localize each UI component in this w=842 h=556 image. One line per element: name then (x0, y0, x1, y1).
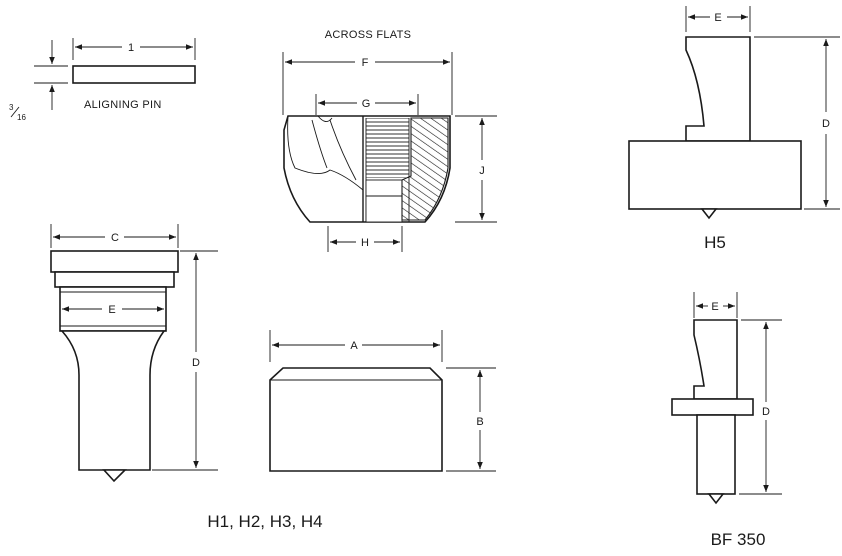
dim-H-label: H (361, 237, 369, 249)
dim-J-label: J (479, 165, 485, 177)
pin-thickness-numerator: 3 (9, 103, 14, 112)
h1-dim-C-label: C (111, 232, 119, 244)
h5-dim-D-label: D (822, 118, 830, 130)
bf350-dim-E-label: E (711, 301, 718, 313)
block-dim-B-label: B (476, 416, 483, 428)
dim-G-label: G (362, 98, 371, 110)
aligning-pin-figure: 1 3 16 ALIGNING PIN (9, 38, 196, 122)
bf350-figure: E D BF 350 (671, 292, 782, 549)
across-flats-label: ACROSS FLATS (325, 29, 412, 41)
bf350-dim-D-label: D (762, 406, 770, 418)
aligning-pin-body (72, 65, 196, 84)
bf350-lower-shank (696, 414, 736, 495)
h5-base (628, 140, 802, 210)
h5-caption: H5 (704, 233, 726, 252)
bf350-upper-shank (693, 319, 738, 400)
bf350-flange (671, 398, 754, 416)
h1-cap (50, 250, 179, 273)
h1-dim-E-label: E (108, 304, 115, 316)
aligning-pin-length-label: 1 (128, 42, 134, 54)
block-dim-A-label: A (350, 340, 358, 352)
aligning-pin-caption: ALIGNING PIN (84, 99, 162, 111)
h5-punch-shank (685, 36, 751, 142)
h1-h4-caption: H1, H2, H3, H4 (207, 512, 322, 531)
h1-shank (60, 330, 166, 471)
pin-thickness-denominator: 16 (17, 113, 26, 122)
bf350-caption: BF 350 (711, 530, 766, 549)
nut-figure: ACROSS FLATS F G J (282, 29, 497, 252)
dim-F-label: F (362, 57, 369, 69)
h1-dim-D-label: D (192, 357, 200, 369)
h5-dim-E-label: E (714, 12, 721, 24)
die-block (269, 367, 443, 472)
h5-figure: E D H5 (628, 6, 840, 252)
h1-h4-figure: C E D (50, 224, 218, 483)
die-block-figure: A B (269, 330, 496, 472)
